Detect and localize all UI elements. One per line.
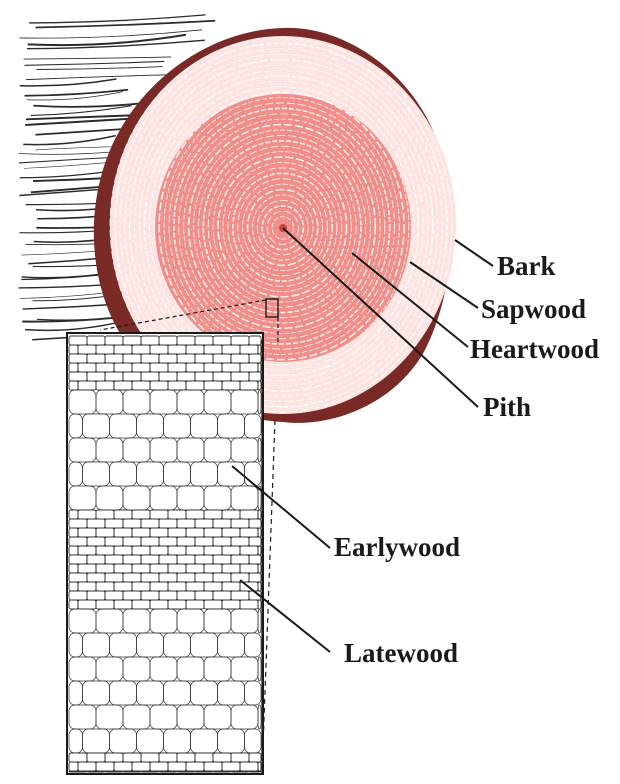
sapwood-label: Sapwood [481,296,586,323]
bark-leader [455,240,493,266]
heartwood-label: Heartwood [470,336,599,363]
pith-label: Pith [483,394,531,421]
earlywood-label: Earlywood [334,534,460,561]
bark-label: Bark [497,253,556,280]
latewood-label: Latewood [344,640,458,667]
magnified-wood-block [67,333,263,774]
